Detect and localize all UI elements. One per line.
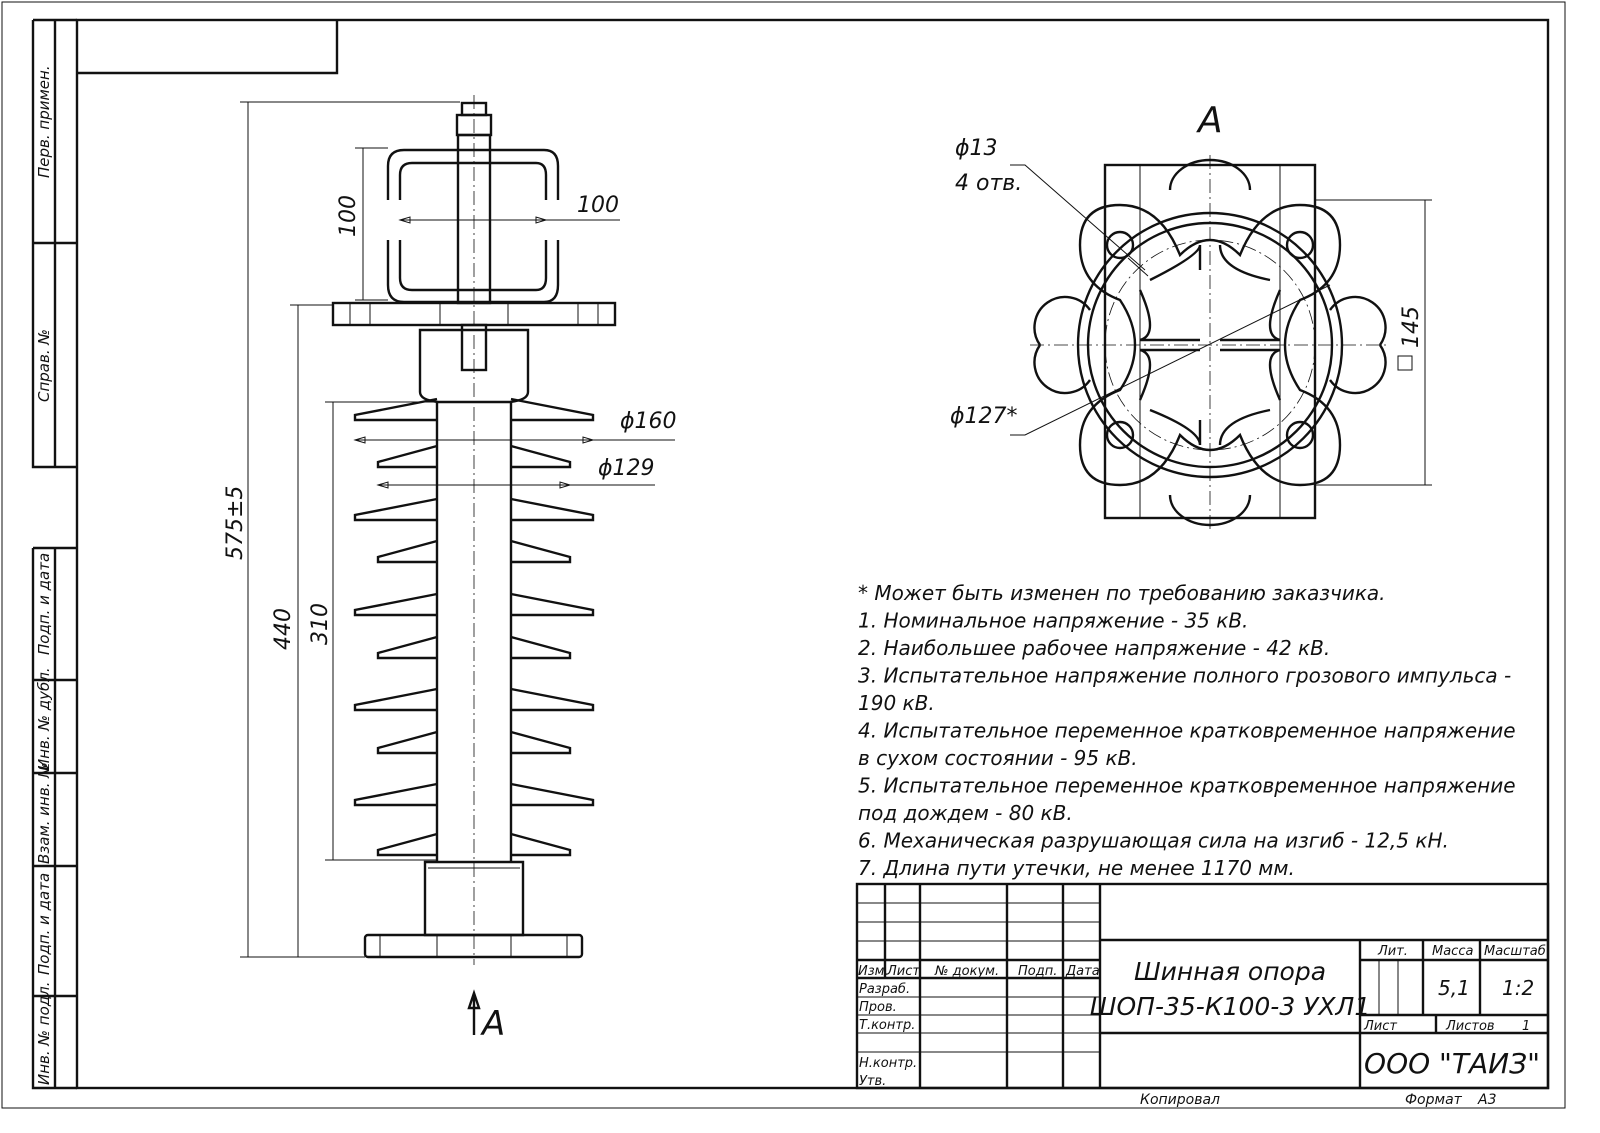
square-symbol xyxy=(1397,355,1413,371)
dim-hole: ϕ13 xyxy=(955,136,998,161)
shed-small xyxy=(376,730,572,755)
sheet-label: Лист xyxy=(1363,1019,1397,1034)
shed-small xyxy=(376,832,572,857)
sheets-value: 1 xyxy=(1522,1019,1530,1034)
plan-view-a: A 145 ϕ13 4 отв. ϕ127* xyxy=(950,100,1432,530)
hole xyxy=(1105,230,1135,260)
note-line: 4. Испытательное переменное кратковремен… xyxy=(858,719,1516,743)
hole xyxy=(1285,420,1315,450)
row-nkontr: Н.контр. xyxy=(859,1056,917,1071)
side-label-podp-data-2: Подп. и дата xyxy=(35,873,53,975)
side-label-podp-data-1: Подп. и дата xyxy=(35,553,53,655)
note-line: 190 кВ. xyxy=(858,691,935,715)
side-label-perv-primen: Перв. примен. xyxy=(35,65,53,178)
product-code: ШОП-35-К100-3 УХЛ1 xyxy=(1090,992,1370,1021)
row-razrab: Разраб. xyxy=(859,982,910,997)
note-line: под дождем - 80 кВ. xyxy=(858,801,1073,825)
sheet-border xyxy=(1,1,1566,1109)
mass-label: Масса xyxy=(1432,944,1473,959)
product-name: Шинная опора xyxy=(1134,957,1326,986)
lit-label: Лит. xyxy=(1377,944,1408,959)
sheds xyxy=(353,397,595,857)
dim-bracket-height: 100 xyxy=(336,195,361,237)
company-name: ООО "ТАИЗ" xyxy=(1364,1047,1540,1080)
dim-flange-to-bottom: 440 xyxy=(271,608,296,650)
dim-sheds: 310 xyxy=(308,603,333,645)
note-line: в сухом состоянии - 95 кВ. xyxy=(858,746,1138,770)
col-list: Лист xyxy=(886,964,920,979)
view-arrow xyxy=(467,989,481,1035)
dim-shed-large: ϕ160 xyxy=(620,409,677,434)
shed-small xyxy=(376,444,572,469)
col-izm: Изм. xyxy=(858,964,889,979)
note-line: 7. Длина пути утечки, не менее 1170 мм. xyxy=(858,856,1295,880)
dim-total-height: 575±5 xyxy=(223,486,248,560)
dim-circle: ϕ127* xyxy=(950,404,1018,429)
plan-view-title: A xyxy=(1196,100,1223,141)
shed-small xyxy=(376,539,572,564)
note-line: 2. Наибольшее рабочее напряжение - 42 кВ… xyxy=(858,636,1330,660)
front-view-insulator: A xyxy=(331,95,617,1044)
side-label-sprav: Справ. № xyxy=(35,329,53,402)
hole xyxy=(1105,420,1135,450)
title-block: Изм. Лист № докум. Подп. Дата Разраб. Пр… xyxy=(855,882,1550,1108)
row-tkontr: Т.контр. xyxy=(859,1018,915,1033)
note-line: * Может быть изменен по требованию заказ… xyxy=(858,581,1386,605)
side-label-vzam-inv: Взам. инв. № xyxy=(35,762,53,864)
top-left-box xyxy=(77,20,339,75)
shed-large xyxy=(353,397,595,422)
shed-small xyxy=(376,635,572,660)
sheets-label: Листов xyxy=(1445,1019,1495,1034)
view-arrow-label: A xyxy=(480,1004,505,1044)
technical-notes: * Может быть изменен по требованию заказ… xyxy=(858,581,1516,880)
drawing-frame xyxy=(75,18,1550,1090)
row-utv: Утв. xyxy=(859,1074,886,1089)
format-label: Формат xyxy=(1405,1092,1463,1108)
dim-square: 145 xyxy=(1399,306,1424,348)
col-data: Дата xyxy=(1065,964,1100,979)
bottom-flange xyxy=(363,933,584,959)
copied-label: Копировал xyxy=(1140,1092,1220,1108)
side-label-inv-dubl: Инв. № дубл. xyxy=(35,667,53,770)
note-line: 1. Номинальное напряжение - 35 кВ. xyxy=(858,609,1248,633)
hole xyxy=(1285,230,1315,260)
bolt-bottom xyxy=(460,323,488,372)
dim-hole-count: 4 отв. xyxy=(955,171,1022,196)
left-strip: Перв. примен. Справ. № Подп. и дата Инв.… xyxy=(31,18,77,1090)
shed-large xyxy=(353,592,595,617)
note-line: 6. Механическая разрушающая сила на изги… xyxy=(858,829,1449,853)
shed-large xyxy=(353,497,595,522)
front-dimensions: 575±5 440 310 100 100 ϕ160 ϕ129 xyxy=(223,101,677,958)
bolt-circle xyxy=(1104,239,1316,451)
format-value: А3 xyxy=(1477,1092,1496,1108)
shed-large xyxy=(353,687,595,712)
mass-value: 5,1 xyxy=(1438,976,1470,1000)
core xyxy=(435,402,513,862)
shed-large xyxy=(353,782,595,807)
row-prov: Пров. xyxy=(859,1000,897,1015)
note-line: 5. Испытательное переменное кратковремен… xyxy=(858,774,1516,798)
dim-shed-small: ϕ129 xyxy=(598,456,655,481)
scale-label: Масштаб xyxy=(1484,944,1546,959)
bracket xyxy=(386,148,560,200)
dim-bracket-width: 100 xyxy=(577,193,619,218)
scale-value: 1:2 xyxy=(1502,976,1534,1000)
col-doc: № докум. xyxy=(934,964,999,979)
plan-flange xyxy=(1078,203,1342,487)
col-podp: Подп. xyxy=(1018,964,1057,979)
side-label-inv-podl: Инв. № подл. xyxy=(35,982,53,1085)
note-line: 3. Испытательное напряжение полного гроз… xyxy=(858,664,1511,688)
